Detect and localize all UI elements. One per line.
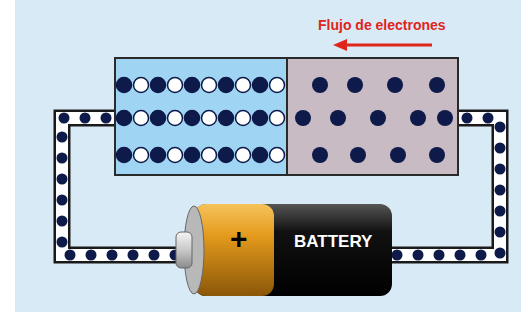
hole — [134, 111, 149, 126]
hole — [236, 78, 251, 93]
wire-electron — [495, 206, 506, 217]
electron — [387, 77, 403, 93]
electron — [312, 147, 328, 163]
wire-electron — [462, 113, 473, 124]
wire-electron — [80, 113, 91, 124]
wire-electron — [495, 143, 506, 154]
electron — [429, 147, 445, 163]
electron — [437, 110, 453, 126]
wire-electron — [57, 153, 68, 164]
wire-electron — [495, 227, 506, 238]
wire-electron — [392, 250, 403, 261]
wire-electron — [57, 174, 68, 185]
hole — [134, 148, 149, 163]
electron — [253, 148, 268, 163]
electron — [151, 78, 166, 93]
electron — [410, 110, 426, 126]
arrow-head — [333, 39, 347, 51]
battery-gold-band — [194, 204, 274, 296]
wire-electron — [495, 248, 506, 259]
electron — [151, 111, 166, 126]
electron — [151, 148, 166, 163]
battery-label: BATTERY — [294, 232, 372, 252]
electron — [330, 110, 346, 126]
electron — [347, 77, 363, 93]
wire-electron — [57, 195, 68, 206]
n-region — [287, 58, 458, 175]
hole — [168, 78, 183, 93]
electron — [253, 78, 268, 93]
wire-electron — [495, 122, 506, 133]
wire-electron — [101, 113, 112, 124]
hole — [270, 78, 285, 93]
charge-carriers — [117, 77, 454, 163]
background-panel — [15, 0, 521, 312]
wire-electron — [57, 132, 68, 143]
hole — [236, 148, 251, 163]
wire-electron — [57, 237, 68, 248]
wire-electron — [59, 113, 70, 124]
hole — [270, 111, 285, 126]
electron — [390, 147, 406, 163]
electron — [429, 77, 445, 93]
electron — [117, 148, 132, 163]
electron — [219, 148, 234, 163]
hole — [168, 111, 183, 126]
wire-electron — [495, 185, 506, 196]
wire-electron — [434, 250, 445, 261]
hole — [202, 78, 217, 93]
electron — [219, 111, 234, 126]
electron — [117, 78, 132, 93]
wire-electron — [128, 250, 139, 261]
electron — [295, 110, 311, 126]
hole — [168, 148, 183, 163]
positive-terminal — [176, 232, 192, 268]
wire-electron — [57, 216, 68, 227]
electron — [185, 78, 200, 93]
flow-label: Flujo de electrones — [318, 17, 446, 33]
hole — [236, 111, 251, 126]
flow-arrow — [345, 44, 432, 47]
electron — [350, 147, 366, 163]
wire-electron — [476, 250, 487, 261]
wire-electron — [455, 250, 466, 261]
wire-electron — [65, 250, 76, 261]
wire-electron — [149, 250, 160, 261]
electron — [185, 111, 200, 126]
wire-electron — [495, 164, 506, 175]
electron — [370, 110, 386, 126]
wire-electron — [107, 250, 118, 261]
electron — [312, 77, 328, 93]
p-region — [115, 58, 287, 175]
hole — [202, 148, 217, 163]
wire-electron — [483, 113, 494, 124]
hole — [134, 78, 149, 93]
polarity-sign: + — [230, 222, 248, 256]
electron — [253, 111, 268, 126]
electron — [219, 78, 234, 93]
hole — [270, 148, 285, 163]
electron — [117, 111, 132, 126]
battery: + BATTERY — [172, 200, 397, 300]
wire-electron — [413, 250, 424, 261]
hole — [202, 111, 217, 126]
electron — [185, 148, 200, 163]
battery-casing — [194, 204, 392, 296]
wire-electron — [86, 250, 97, 261]
